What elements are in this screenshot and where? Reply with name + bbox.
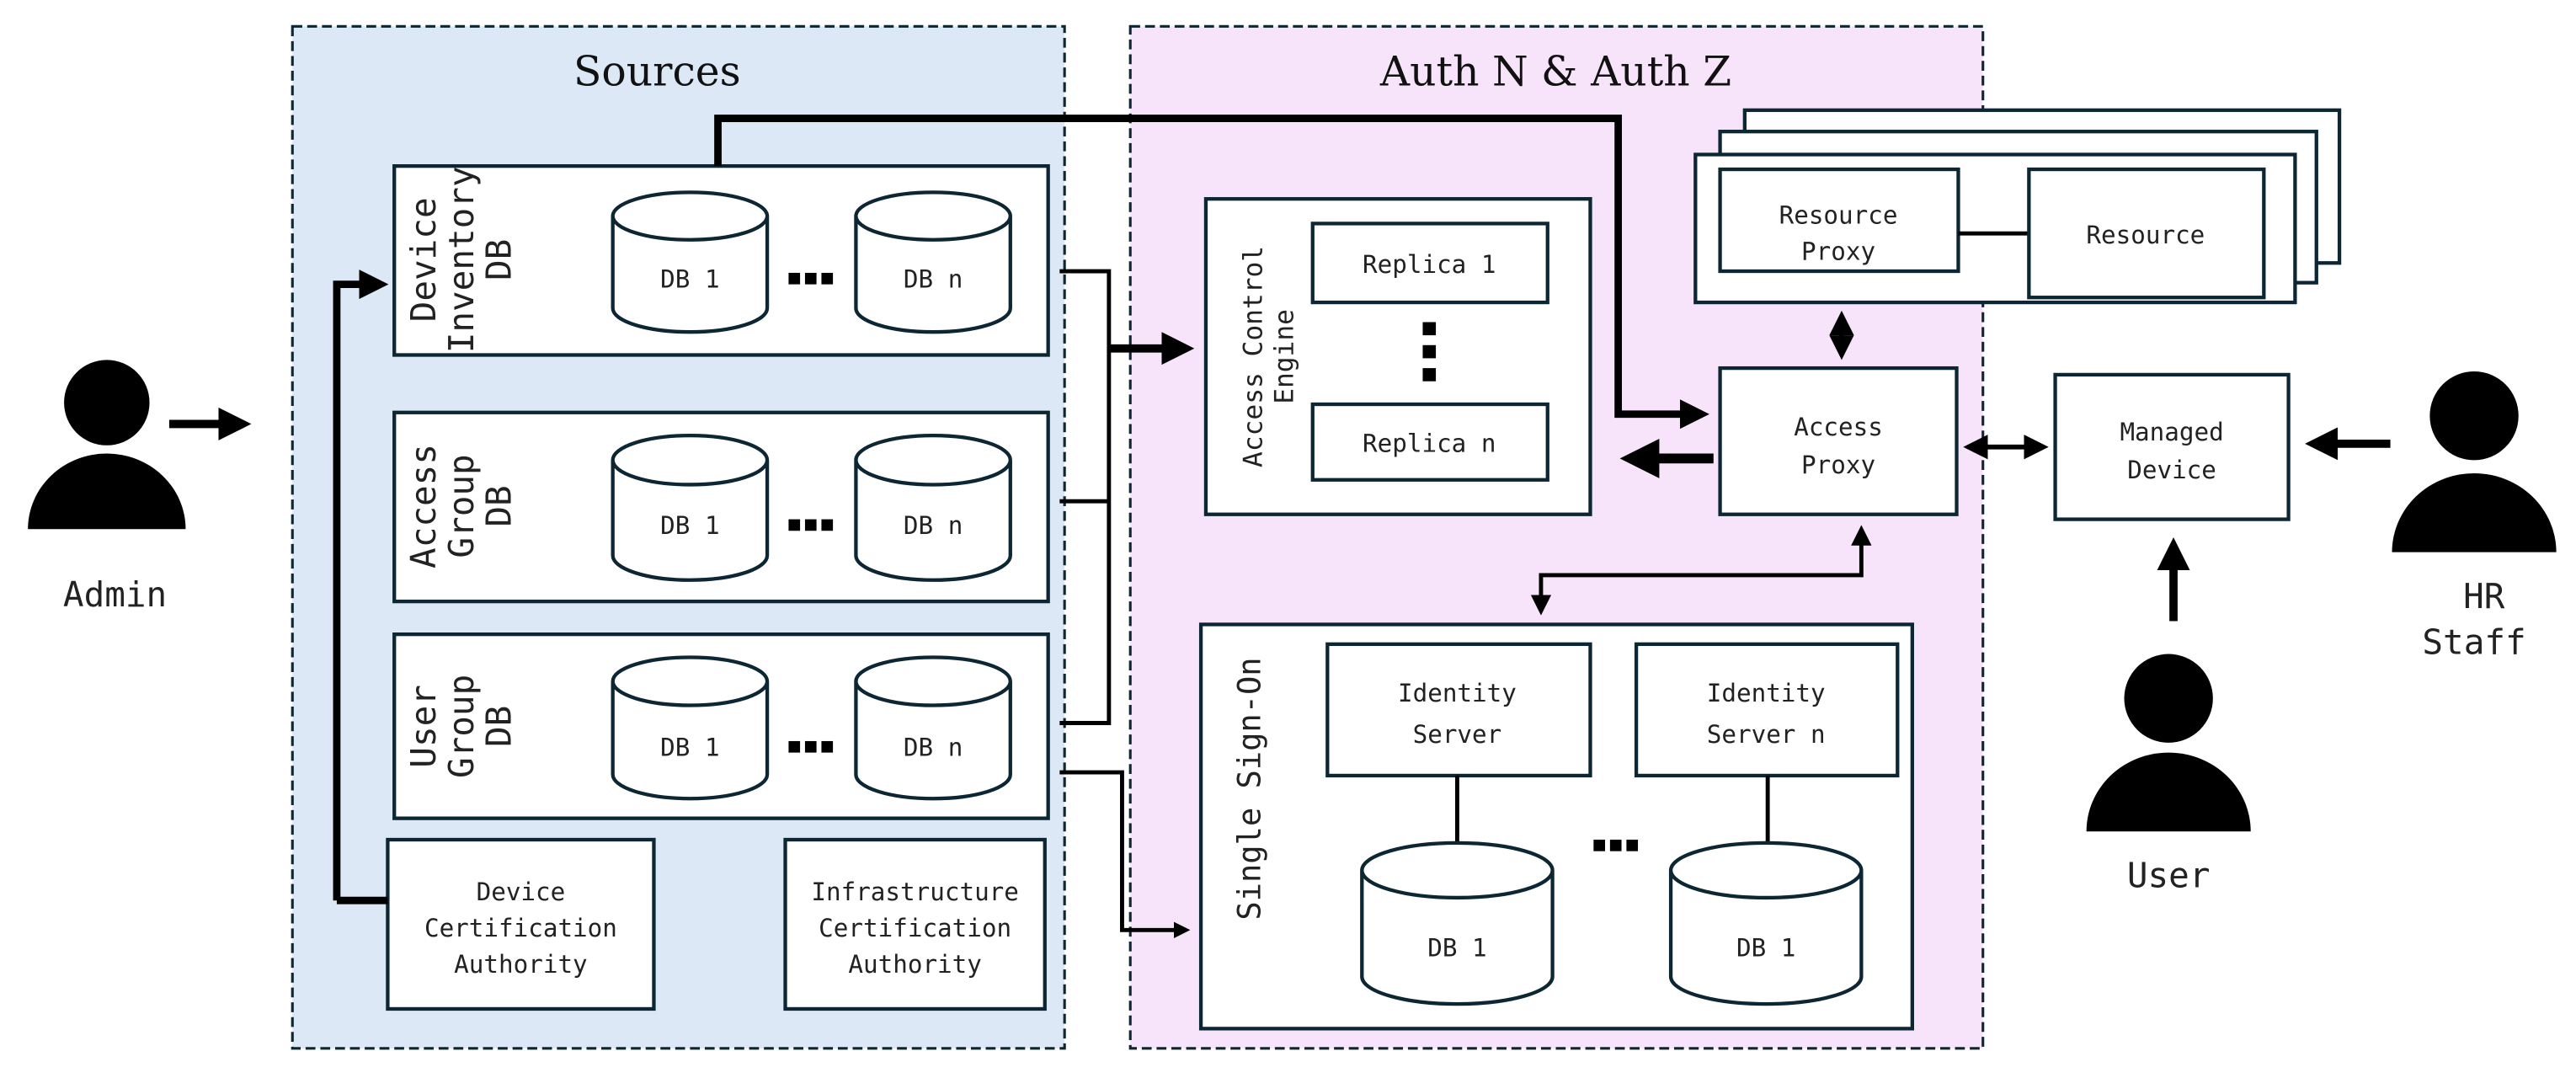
svg-text:Authority: Authority — [454, 950, 588, 979]
svg-text:Infrastructure: Infrastructure — [811, 878, 1019, 906]
access-group-db: Access Group DB DB 1 DB n — [392, 410, 1050, 604]
database-cylinder-icon: DB 1 — [611, 190, 770, 334]
svg-text:Access Control: Access Control — [1238, 246, 1268, 467]
device-certification-authority: Device Certification Authority — [386, 837, 656, 1011]
svg-text:Single Sign-On: Single Sign-On — [1231, 657, 1267, 920]
svg-text:DB: DB — [479, 239, 520, 280]
svg-text:DB n: DB n — [904, 511, 963, 540]
database-cylinder-icon: DB 1 — [1668, 841, 1864, 1006]
svg-text:DB 1: DB 1 — [1427, 934, 1486, 963]
svg-text:DB: DB — [479, 706, 520, 747]
svg-text:Server n: Server n — [1707, 720, 1826, 749]
access-control-engine: Access Control Engine Replica 1 Replica … — [1203, 197, 1592, 516]
database-cylinder-icon: DB 1 — [1360, 841, 1555, 1006]
sources-title: Sources — [573, 48, 741, 96]
single-sign-on: Single Sign-On Identity Server Identity … — [1198, 622, 1914, 1031]
hr-staff-person-icon — [2392, 371, 2557, 552]
svg-text:DB n: DB n — [904, 734, 963, 762]
connectors — [168, 115, 2391, 939]
ellipsis-icon — [788, 740, 834, 753]
resource — [2027, 167, 2266, 300]
staff-label: Staff — [2422, 622, 2525, 663]
ellipsis-icon — [788, 519, 834, 531]
database-cylinder-icon: DB 1 — [611, 433, 770, 582]
svg-text:Resource: Resource — [2086, 221, 2205, 249]
svg-text:DB n: DB n — [904, 265, 963, 294]
database-cylinder-icon: DB n — [854, 433, 1012, 582]
svg-text:Server: Server — [1413, 720, 1502, 749]
user-label: User — [2127, 856, 2211, 896]
svg-text:Group: Group — [441, 675, 482, 778]
identity-server-n — [1634, 642, 1900, 778]
user-group-db: User Group DB DB 1 DB n — [392, 632, 1050, 820]
svg-text:DB 1: DB 1 — [1736, 934, 1795, 963]
svg-text:Proxy: Proxy — [1801, 237, 1875, 265]
ellipsis-icon — [1593, 840, 1639, 851]
resource-proxy — [1718, 167, 1960, 274]
svg-text:Access: Access — [1794, 413, 1883, 441]
svg-text:DB 1: DB 1 — [660, 265, 719, 294]
svg-text:Access: Access — [403, 444, 444, 568]
replica-n — [1310, 402, 1549, 482]
svg-text:User: User — [403, 685, 444, 768]
managed-device: Managed Device — [2053, 372, 2291, 521]
database-cylinder-icon: DB n — [854, 655, 1012, 801]
svg-text:DB 1: DB 1 — [660, 734, 719, 762]
database-cylinder-icon: DB n — [854, 190, 1012, 334]
svg-text:Identity: Identity — [1707, 679, 1826, 707]
svg-text:Device: Device — [403, 197, 444, 322]
svg-text:Identity: Identity — [1398, 679, 1517, 707]
svg-text:Device: Device — [2127, 456, 2216, 484]
ellipsis-icon — [788, 272, 834, 285]
svg-text:Certification: Certification — [819, 914, 1011, 942]
device-inventory-db: Device Inventory DB DB 1 DB n — [392, 164, 1050, 357]
svg-text:Resource: Resource — [1779, 200, 1898, 229]
access-proxy: Access Proxy — [1718, 366, 1959, 516]
replica-1 — [1310, 221, 1549, 305]
resource-stack: Resource Proxy Resource — [1693, 108, 2342, 305]
identity-server — [1325, 642, 1592, 778]
svg-text:Authority: Authority — [848, 950, 982, 979]
svg-text:Replica n: Replica n — [1363, 430, 1496, 458]
svg-text:Group: Group — [441, 454, 482, 558]
svg-text:Engine: Engine — [1269, 309, 1299, 404]
svg-text:Proxy: Proxy — [1801, 451, 1875, 479]
user-person-icon — [2086, 654, 2251, 832]
database-cylinder-icon: DB 1 — [611, 655, 770, 801]
svg-text:Device: Device — [477, 878, 566, 906]
svg-text:Inventory: Inventory — [441, 166, 482, 353]
svg-text:Replica 1: Replica 1 — [1363, 250, 1496, 279]
svg-text:Managed: Managed — [2120, 418, 2223, 446]
svg-text:Certification: Certification — [424, 914, 617, 942]
admin-person-icon — [28, 360, 186, 530]
hr-label: HR — [2463, 576, 2505, 616]
svg-text:DB: DB — [479, 485, 520, 526]
auth-title: Auth N & Auth Z — [1379, 48, 1731, 96]
admin-label: Admin — [63, 574, 167, 615]
infrastructure-certification-authority: Infrastructure Certification Authority — [783, 837, 1047, 1011]
svg-text:DB 1: DB 1 — [660, 511, 719, 540]
